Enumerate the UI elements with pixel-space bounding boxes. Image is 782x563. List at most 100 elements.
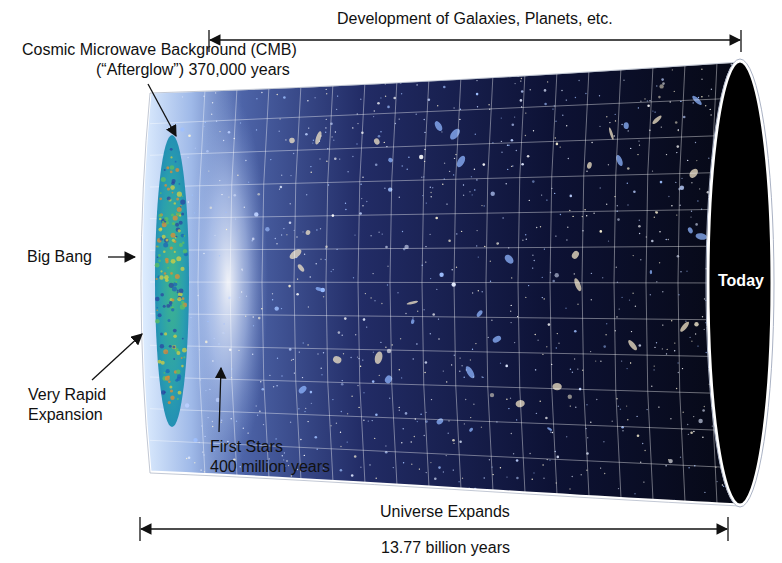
star <box>677 145 680 148</box>
star <box>304 254 305 255</box>
star <box>525 135 526 136</box>
star <box>507 169 508 170</box>
star <box>341 411 342 412</box>
cmb-spot <box>160 333 163 336</box>
star <box>345 209 346 210</box>
star <box>340 469 343 472</box>
star <box>335 131 336 132</box>
star <box>608 164 609 165</box>
cmb-spot <box>181 213 184 216</box>
star <box>510 311 511 312</box>
galaxy <box>314 131 323 146</box>
star <box>614 135 615 136</box>
grid-line <box>150 282 745 283</box>
cmb-spot <box>178 229 181 232</box>
cmb-spot <box>172 287 177 292</box>
star <box>696 160 697 161</box>
star <box>435 217 438 220</box>
star <box>180 127 184 131</box>
star <box>243 428 244 429</box>
star <box>182 96 183 97</box>
star <box>221 422 222 423</box>
star <box>424 435 425 436</box>
star <box>360 184 361 185</box>
star <box>526 239 527 240</box>
star <box>423 309 424 310</box>
star <box>247 432 248 433</box>
star <box>212 421 213 422</box>
star <box>543 478 544 479</box>
star <box>403 462 404 463</box>
star <box>463 184 464 185</box>
star <box>384 188 385 189</box>
cmb-spot <box>176 351 180 355</box>
star <box>659 262 660 263</box>
star <box>189 283 190 284</box>
star <box>704 298 705 299</box>
star <box>693 102 694 103</box>
star <box>397 292 398 293</box>
star <box>506 399 507 400</box>
star <box>341 383 344 386</box>
galaxy <box>289 137 295 143</box>
star <box>290 422 291 423</box>
star <box>491 192 495 196</box>
star <box>690 216 691 217</box>
star <box>510 322 511 323</box>
star <box>291 360 292 361</box>
cmb-time-label: (“Afterglow”) 370,000 years <box>96 60 290 80</box>
star <box>691 182 692 183</box>
star <box>572 476 573 477</box>
galaxy <box>503 253 515 265</box>
today-face-rim <box>706 59 774 507</box>
star <box>704 406 705 407</box>
star <box>618 488 619 489</box>
star <box>385 246 388 249</box>
star <box>380 97 381 98</box>
star <box>326 161 327 162</box>
star <box>430 462 431 463</box>
star <box>585 93 586 94</box>
star <box>533 472 534 473</box>
grid-line <box>150 314 745 320</box>
star <box>705 105 706 106</box>
star <box>600 230 603 233</box>
cmb-spot <box>183 356 185 358</box>
star <box>565 308 566 309</box>
star <box>695 142 696 143</box>
star <box>380 131 381 132</box>
star <box>303 342 304 343</box>
star <box>416 114 417 115</box>
star <box>260 381 261 382</box>
star <box>399 410 400 411</box>
star <box>478 256 479 257</box>
cmb-spot <box>175 281 177 283</box>
universe-horn <box>141 61 772 505</box>
star <box>514 83 515 84</box>
cmb-spot <box>163 349 168 354</box>
star <box>289 221 292 224</box>
cmb-spot <box>155 297 160 302</box>
galaxy <box>476 309 484 318</box>
star <box>560 214 561 215</box>
star <box>294 372 295 373</box>
star <box>453 107 454 108</box>
star <box>639 220 640 221</box>
star <box>363 392 364 393</box>
star <box>283 228 284 229</box>
star <box>658 96 661 99</box>
star <box>536 227 537 228</box>
star <box>511 166 512 167</box>
star <box>697 345 698 346</box>
star <box>399 369 400 370</box>
grid-line <box>150 409 745 432</box>
star <box>616 267 617 268</box>
star <box>632 293 633 294</box>
star <box>492 474 493 475</box>
star <box>586 215 587 216</box>
star <box>600 361 601 362</box>
star <box>609 122 610 123</box>
grid-line <box>150 345 745 357</box>
star <box>387 266 388 267</box>
star <box>321 374 322 375</box>
